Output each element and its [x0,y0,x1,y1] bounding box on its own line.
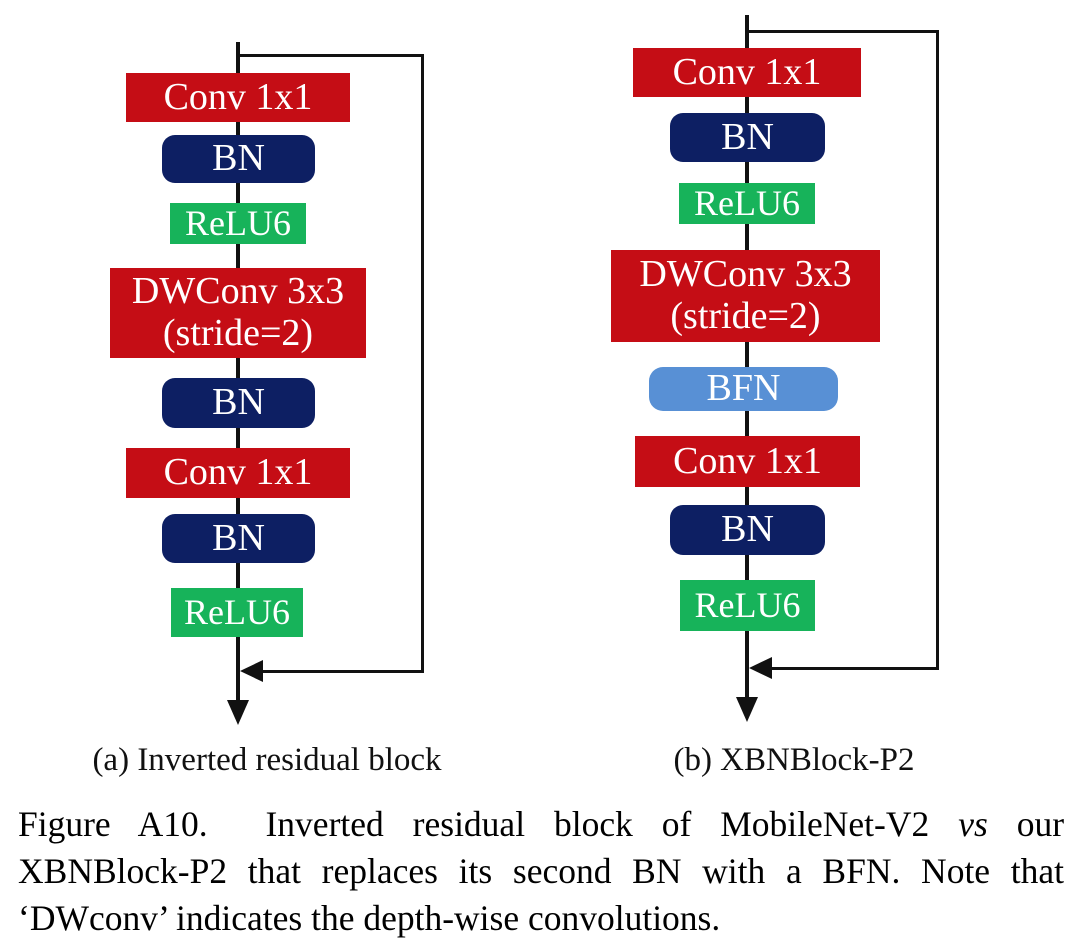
block-label: Conv 1x1 [163,451,313,494]
block-label: BN [212,137,265,180]
caption-text: Figure A10. Inverted residual block of M… [18,804,930,844]
main-flow-line-a [236,42,240,704]
merge-arrowhead-a-icon [240,660,263,682]
block-label: DWConv 3x3 [639,253,852,296]
block-a-conv1x1-2: Conv 1x1 [126,448,350,498]
figure-caption-line3: ‘DWconv’ indicates the depth-wise convol… [18,898,721,938]
diagram-b-caption: (b) XBNBlock-P2 [673,742,915,778]
skip-line-b-right [936,30,939,670]
block-label: Conv 1x1 [672,50,822,93]
main-flow-line-b [745,15,749,702]
block-b-relu6-2: ReLU6 [680,580,815,631]
block-label: BN [721,508,774,551]
diagram-a-caption: (a) Inverted residual block [92,742,442,778]
block-b-conv1x1-1: Conv 1x1 [633,48,861,97]
figure-caption: Figure A10. Inverted residual block of M… [18,801,1064,942]
block-a-bn-1: BN [162,135,315,183]
block-a-relu6-1: ReLU6 [170,203,306,244]
block-a-bn-2: BN [162,378,315,428]
block-sublabel: (stride=2) [670,295,821,337]
block-a-dwconv3x3: DWConv 3x3 (stride=2) [110,268,366,358]
skip-line-a-right [421,54,424,673]
block-b-dwconv3x3: DWConv 3x3 (stride=2) [611,250,880,342]
block-label: BN [212,516,265,559]
block-b-bn-2: BN [670,505,825,555]
block-label: DWConv 3x3 [131,270,345,313]
output-arrowhead-b-icon [736,697,758,722]
figure-caption-line2: XBNBlock-P2 that replaces its second BN … [18,851,1064,891]
block-label: ReLU6 [694,584,801,625]
block-sublabel: (stride=2) [162,312,314,354]
block-label: ReLU6 [694,182,800,223]
block-label: Conv 1x1 [163,75,313,118]
block-label: ReLU6 [184,591,290,632]
block-label: ReLU6 [185,202,291,243]
skip-line-b-merge [763,667,936,670]
block-label: BN [721,115,774,158]
figure-caption-line1: Figure A10. Inverted residual block of M… [18,801,1064,848]
caption-text: our [1016,804,1065,844]
output-arrowhead-a-icon [227,700,249,725]
block-a-relu6-2: ReLU6 [171,588,303,637]
skip-line-b-top [747,30,939,33]
merge-arrowhead-b-icon [749,657,772,679]
block-label: BN [212,381,265,424]
block-b-bfn: BFN [649,367,838,411]
skip-line-a-merge [254,670,424,673]
block-label: BFN [706,367,781,410]
block-a-bn-3: BN [162,514,315,563]
skip-line-a-top [238,54,424,57]
block-a-conv1x1-1: Conv 1x1 [126,73,350,122]
block-b-conv1x1-2: Conv 1x1 [635,436,860,487]
block-label: Conv 1x1 [673,439,822,482]
block-b-bn-1: BN [670,113,825,162]
block-b-relu6-1: ReLU6 [679,183,815,224]
caption-vs-italic: vs [958,804,988,844]
